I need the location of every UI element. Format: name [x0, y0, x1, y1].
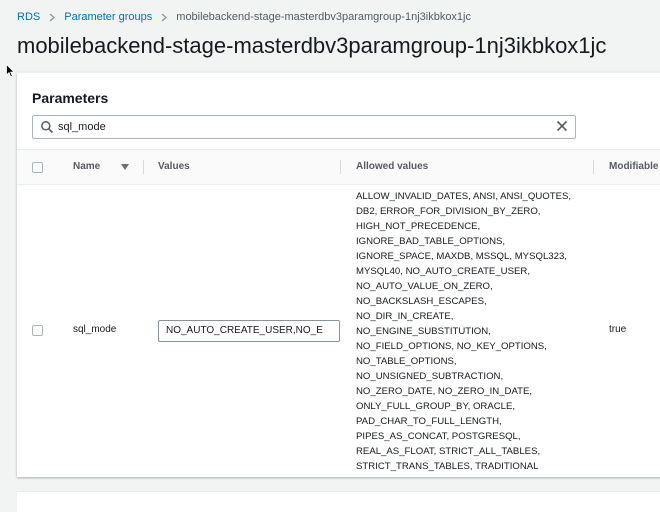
- allowed-values-line: NO_BACKSLASH_ESCAPES,: [356, 296, 487, 307]
- search-box: [32, 115, 576, 139]
- allowed-values-line: HIGH_NOT_PRECEDENCE,: [356, 221, 481, 232]
- column-header-allowed-values: Allowed values: [356, 161, 429, 172]
- allowed-values-line: PIPES_AS_CONCAT, POSTGRESQL,: [356, 431, 521, 442]
- breadcrumb-parameter-groups-link[interactable]: Parameter groups: [64, 11, 153, 23]
- breadcrumb-current: mobilebackend-stage-masterdbv3paramgroup…: [176, 11, 471, 23]
- search-icon: [41, 121, 54, 134]
- allowed-values-line: DB2, ERROR_FOR_DIVISION_BY_ZERO,: [356, 206, 541, 217]
- search-input[interactable]: [58, 118, 538, 136]
- allowed-values-line: PAD_CHAR_TO_FULL_LENGTH,: [356, 416, 502, 427]
- table-header: Name Values Allowed values Modifiable: [17, 149, 660, 185]
- table-row: sql_mode NO_AUTO_CREATE_USER,NO_E ALLOW_…: [17, 184, 660, 476]
- allowed-values-line: NO_ZERO_DATE, NO_ZERO_IN_DATE,: [356, 386, 533, 397]
- parameters-panel: Parameters Name Values Allowed values Mo…: [17, 72, 660, 477]
- allowed-values-line: ALLOW_INVALID_DATES, ANSI, ANSI_QUOTES,: [356, 191, 572, 202]
- column-divider: [593, 160, 594, 174]
- allowed-values-line: IGNORE_SPACE, MAXDB, MSSQL, MYSQL323,: [356, 251, 567, 262]
- column-header-values: Values: [158, 161, 190, 172]
- column-divider: [143, 160, 144, 174]
- column-header-name[interactable]: Name: [73, 161, 101, 172]
- row-checkbox[interactable]: [32, 325, 43, 336]
- allowed-values-line: NO_FIELD_OPTIONS, NO_KEY_OPTIONS,: [356, 341, 547, 352]
- select-all-checkbox[interactable]: [32, 162, 43, 173]
- mouse-pointer-icon: [6, 64, 15, 78]
- allowed-values-line: STRICT_TRANS_TABLES, TRADITIONAL: [356, 461, 539, 472]
- allowed-values-line: NO_UNSIGNED_SUBTRACTION,: [356, 371, 504, 382]
- allowed-values-line: REAL_AS_FLOAT, STRICT_ALL_TABLES,: [356, 446, 541, 457]
- caret-down-icon[interactable]: [121, 164, 129, 170]
- page-title: mobilebackend-stage-masterdbv3paramgroup…: [17, 33, 607, 58]
- chevron-right-icon: [161, 13, 168, 22]
- breadcrumb-rds-link[interactable]: RDS: [17, 11, 41, 23]
- close-icon[interactable]: [555, 119, 569, 133]
- allowed-values-line: MYSQL40, NO_AUTO_CREATE_USER,: [356, 266, 530, 277]
- chevron-right-icon: [49, 13, 56, 22]
- panel-title: Parameters: [32, 90, 109, 106]
- parameter-value-input[interactable]: NO_AUTO_CREATE_USER,NO_E: [158, 320, 340, 342]
- allowed-values-list: ALLOW_INVALID_DATES, ANSI, ANSI_QUOTES, …: [356, 189, 596, 474]
- column-header-modifiable: Modifiable: [609, 161, 659, 172]
- allowed-values-line: ONLY_FULL_GROUP_BY, ORACLE,: [356, 401, 516, 412]
- allowed-values-line: NO_TABLE_OPTIONS,: [356, 356, 457, 367]
- column-divider: [340, 160, 341, 174]
- allowed-values-line: NO_ENGINE_SUBSTITUTION,: [356, 326, 491, 337]
- allowed-values-line: IGNORE_BAD_TABLE_OPTIONS,: [356, 236, 506, 247]
- allowed-values-line: NO_AUTO_VALUE_ON_ZERO,: [356, 281, 493, 292]
- modifiable-value: true: [609, 324, 627, 335]
- next-panel-edge: [17, 491, 660, 512]
- allowed-values-line: NO_DIR_IN_CREATE,: [356, 311, 454, 322]
- parameter-name: sql_mode: [73, 324, 117, 335]
- breadcrumb: RDS Parameter groups mobilebackend-stage…: [17, 10, 471, 24]
